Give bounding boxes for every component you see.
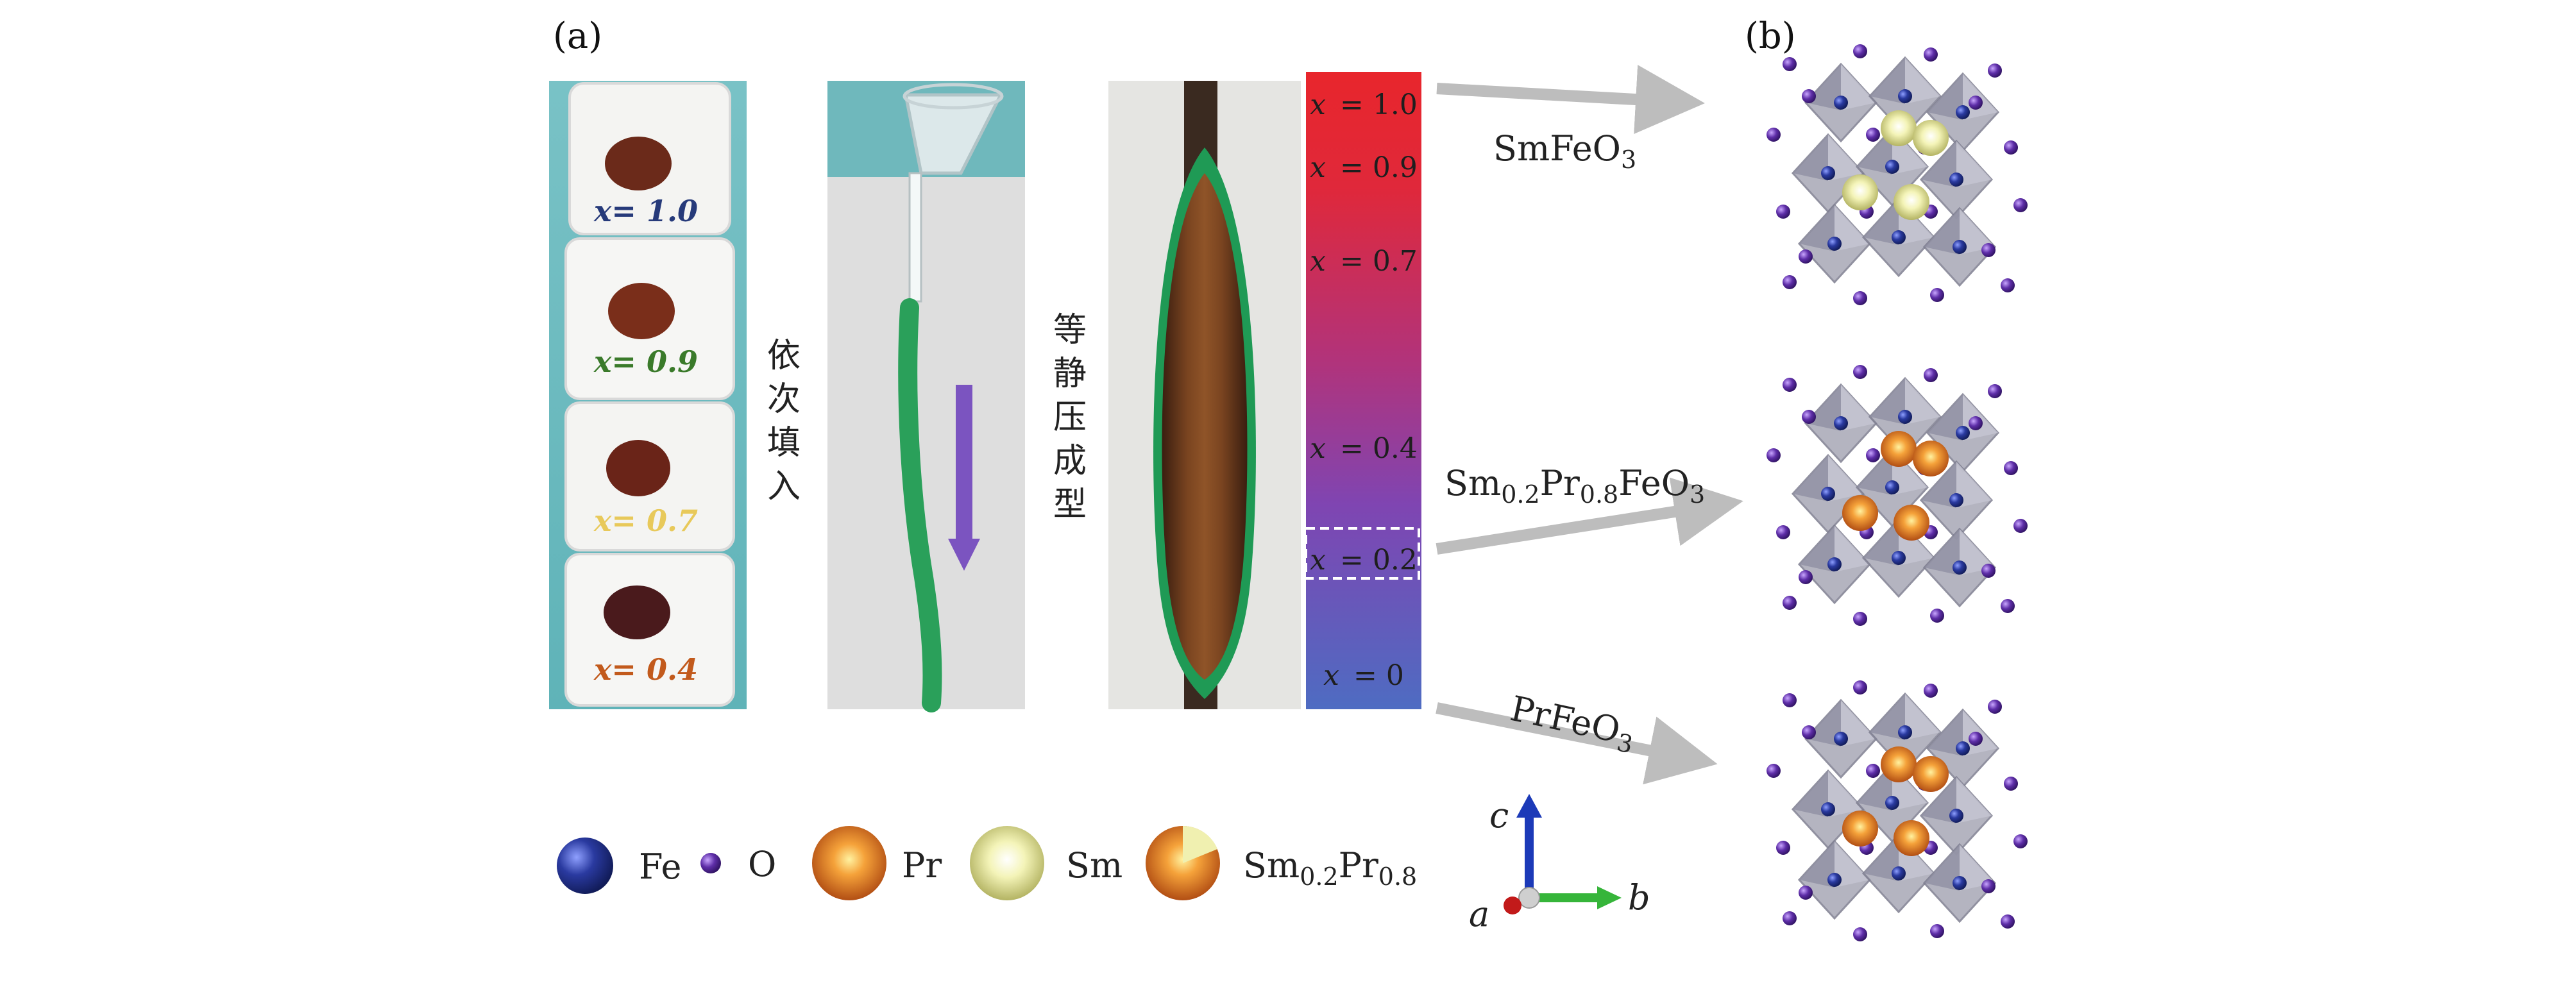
composition-gradient-bar — [1306, 72, 1421, 709]
bar-label: x = 1.0 — [1310, 88, 1418, 121]
legend-fe-label: Fe — [639, 846, 681, 887]
compound-label-prfeo3: PrFeO3 — [1506, 688, 1640, 759]
legend-pr-sphere — [812, 826, 886, 900]
step-char: 次 — [767, 380, 801, 419]
powder-label: x= 0.4 — [593, 652, 698, 687]
panel-label-b: (b) — [1745, 15, 1796, 57]
bar-label: x = 0 — [1323, 659, 1404, 692]
crystal-structures — [1767, 44, 2028, 941]
legend-o-label: O — [748, 844, 776, 884]
crystal-structure — [1767, 365, 2028, 626]
step-char: 型 — [1053, 485, 1087, 524]
axis-label-a: a — [1469, 894, 1489, 934]
legend-mixed-sm-slice — [1183, 825, 1217, 863]
compound-label-smfeo3: SmFeO3 — [1493, 128, 1636, 174]
highlight-box — [1305, 527, 1420, 580]
step-char: 压 — [1053, 398, 1087, 437]
powder-label: x= 0.9 — [593, 344, 698, 379]
compound-label-smprfeo3: Sm0.2Pr0.8FeO3 — [1445, 463, 1705, 509]
arrow-prfeo3 — [1436, 702, 1718, 785]
bar-label: x = 0.9 — [1310, 151, 1418, 184]
step-char: 入 — [767, 467, 801, 506]
arrow-smprfeo3 — [1436, 477, 1743, 555]
panel-label-a: (a) — [553, 15, 602, 57]
crystal-structure — [1767, 44, 2028, 305]
crystal-structure — [1767, 680, 2028, 941]
legend-sm-label: Sm — [1066, 845, 1123, 886]
axes-triad: c b a — [1469, 794, 1650, 934]
step-char: 成 — [1053, 442, 1087, 480]
powder-trays-photo — [549, 81, 747, 709]
powder-label: x= 0.7 — [593, 503, 698, 538]
step-char: 静 — [1053, 355, 1087, 393]
a-axis — [1504, 897, 1521, 914]
step-char: 填 — [767, 424, 801, 462]
legend-pr-label: Pr — [902, 845, 942, 886]
bar-labels: x = 1.0 x = 0.9 x = 0.7 x = 0.4 x = 0.2 x = 0 — [1310, 88, 1418, 692]
legend-mixed-label: Sm0.2Pr0.8 — [1243, 845, 1417, 891]
legend-sm-sphere — [970, 826, 1044, 900]
legend: Fe O Pr Sm Sm0.2Pr0.8 — [557, 825, 1417, 900]
bar-label: x = 0.4 — [1310, 432, 1418, 465]
step-char: 等 — [1053, 311, 1087, 349]
funnel-tube-photo — [827, 81, 1025, 712]
bar-label: x = 0.7 — [1310, 245, 1418, 278]
legend-o-sphere — [700, 853, 721, 873]
legend-fe-sphere — [557, 838, 613, 894]
step-char: 依 — [767, 337, 801, 375]
arrow-smfeo3 — [1436, 65, 1705, 134]
pressed-rod-photo — [1108, 81, 1301, 709]
powder-labels: x= 1.0 x= 0.9 x= 0.7 x= 0.4 — [593, 194, 698, 687]
powder-label: x= 1.0 — [593, 194, 698, 228]
axis-label-b: b — [1628, 877, 1650, 918]
axis-label-c: c — [1489, 795, 1509, 836]
bar-label: x = 0.2 — [1310, 544, 1418, 577]
